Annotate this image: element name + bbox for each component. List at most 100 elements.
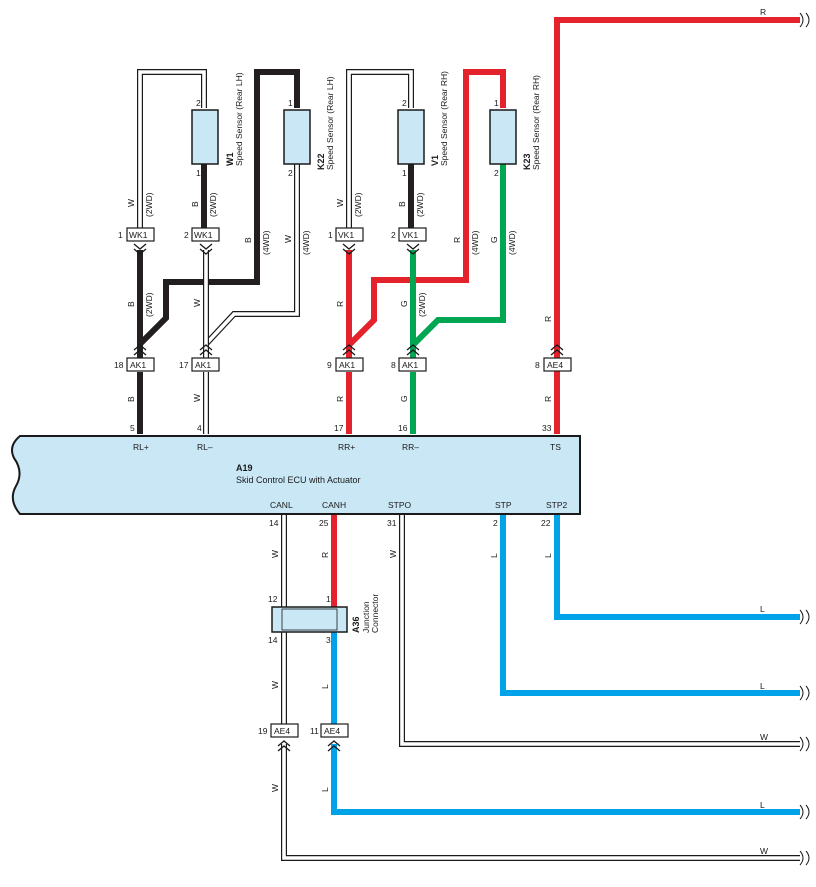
ecu-pin-rr-minus: RR– <box>402 442 419 452</box>
svg-text:R: R <box>543 316 553 322</box>
ecu-pin-ts: TS <box>550 442 561 452</box>
svg-text:9: 9 <box>327 360 332 370</box>
ecu-pin-22: 22 <box>541 518 551 528</box>
svg-text:1: 1 <box>328 230 333 240</box>
svg-text:1: 1 <box>326 594 331 604</box>
connector-wk1: WK1 1 WK1 2 <box>118 227 220 255</box>
sensor-k23: 1 2 K23 Speed Sensor (Rear RH) <box>489 75 541 178</box>
svg-text:2: 2 <box>402 98 407 108</box>
junction-code: A36 <box>351 616 361 633</box>
svg-text:12: 12 <box>268 594 278 604</box>
ecu-pin-stp2: STP2 <box>546 500 568 510</box>
svg-text:W: W <box>192 394 202 402</box>
ecu-pin-33: 33 <box>542 423 552 433</box>
ecu-pin-16: 16 <box>398 423 408 433</box>
sensor-k23-name: Speed Sensor (Rear RH) <box>531 75 541 170</box>
svg-text:R: R <box>335 301 345 307</box>
svg-text:W: W <box>126 199 136 207</box>
svg-text:(2WD): (2WD) <box>144 192 154 217</box>
connector-ae4: AE4 8 AE4 1 9 AE4 11 <box>258 344 572 752</box>
svg-text:R: R <box>320 552 330 558</box>
svg-text:WK1: WK1 <box>194 230 213 240</box>
svg-text:AE4: AE4 <box>547 360 563 370</box>
wire-k22-black <box>137 69 300 347</box>
ecu-pin-17: 17 <box>334 423 344 433</box>
sensor-k23-code: K23 <box>522 153 532 170</box>
ecu-pin-stp: STP <box>495 500 512 510</box>
ecu-pin-5: 5 <box>130 423 135 433</box>
svg-text:AE4: AE4 <box>274 726 290 736</box>
svg-text:L: L <box>320 684 330 689</box>
svg-text:2: 2 <box>494 168 499 178</box>
ecu-pin-canl: CANL <box>270 500 293 510</box>
svg-text:(2WD): (2WD) <box>144 292 154 317</box>
svg-text:1: 1 <box>118 230 123 240</box>
junction-name-1: Junction <box>361 601 371 633</box>
sensor-w1-code: W1 <box>225 153 235 167</box>
wire-end-marks <box>799 12 810 866</box>
svg-text:(2WD): (2WD) <box>208 192 218 217</box>
svg-text:W: W <box>760 732 768 742</box>
svg-text:1: 1 <box>196 168 201 178</box>
svg-text:G: G <box>399 300 409 307</box>
svg-text:G: G <box>489 236 499 243</box>
ecu-pin-rl-plus: RL+ <box>133 442 149 452</box>
svg-text:AK1: AK1 <box>195 360 211 370</box>
svg-text:AK1: AK1 <box>339 360 355 370</box>
svg-text:W: W <box>760 846 768 856</box>
ecu-code: A19 <box>236 463 253 473</box>
connector-vk1: VK1 1 VK1 2 <box>328 227 427 255</box>
svg-text:W: W <box>270 681 280 689</box>
ecu-pin-14: 14 <box>269 518 279 528</box>
ecu-pin-31: 31 <box>387 518 397 528</box>
svg-text:L: L <box>489 553 499 558</box>
svg-text:VK1: VK1 <box>338 230 354 240</box>
svg-text:1: 1 <box>288 98 293 108</box>
svg-text:17: 17 <box>179 360 189 370</box>
ecu-pin-rr-plus: RR+ <box>338 442 355 452</box>
wire-k23-red <box>347 69 506 347</box>
svg-text:L: L <box>760 800 765 810</box>
svg-text:B: B <box>126 396 136 402</box>
sensor-k22-code: K22 <box>316 153 326 170</box>
sensor-k22: 1 2 K22 Speed Sensor (Rear LH) <box>283 76 335 178</box>
svg-text:R: R <box>452 237 462 243</box>
wire-stpo-white <box>399 514 800 747</box>
svg-text:14: 14 <box>268 635 278 645</box>
svg-text:2: 2 <box>196 98 201 108</box>
svg-text:(2WD): (2WD) <box>415 192 425 217</box>
sensor-v1-code: V1 <box>430 155 440 166</box>
wire-stp2-blue <box>554 514 800 620</box>
wire-ts-red <box>554 17 800 434</box>
ecu-a19: A19 Skid Control ECU with Actuator 5 RL+… <box>11 423 581 528</box>
svg-text:L: L <box>543 553 553 558</box>
svg-text:W: W <box>192 299 202 307</box>
svg-text:11: 11 <box>310 726 319 736</box>
sensor-w1-name: Speed Sensor (Rear LH) <box>234 72 244 166</box>
svg-text:2: 2 <box>184 230 189 240</box>
svg-text:L: L <box>760 681 765 691</box>
svg-text:WK1: WK1 <box>129 230 148 240</box>
sensor-v1: 2 1 V1 Speed Sensor (Rear RH) <box>397 71 449 178</box>
svg-text:(4WD): (4WD) <box>507 230 517 255</box>
svg-text:2: 2 <box>288 168 293 178</box>
svg-text:AK1: AK1 <box>402 360 418 370</box>
svg-text:B: B <box>397 201 407 207</box>
svg-text:AE4: AE4 <box>324 726 340 736</box>
svg-text:B: B <box>126 301 136 307</box>
sensor-w1: 2 1 W1 Speed Sensor (Rear LH) <box>191 72 244 178</box>
junction-a36: 12 1 14 3 A36 Junction Connector <box>268 594 380 645</box>
ecu-pin-4: 4 <box>197 423 202 433</box>
wire-k23-green <box>411 164 506 347</box>
junction-name-2: Connector <box>370 594 380 633</box>
ecu-pin-2: 2 <box>493 518 498 528</box>
svg-text:W: W <box>335 199 345 207</box>
svg-text:2: 2 <box>391 230 396 240</box>
svg-text:L: L <box>320 787 330 792</box>
wire-labels: W (2WD) B (2WD) B (4WD) W (4WD) B (2WD) … <box>126 7 768 856</box>
svg-text:AK1: AK1 <box>130 360 146 370</box>
svg-text:8: 8 <box>391 360 396 370</box>
ecu-pin-stpo: STPO <box>388 500 412 510</box>
svg-text:W: W <box>270 784 280 792</box>
svg-text:R: R <box>335 396 345 402</box>
